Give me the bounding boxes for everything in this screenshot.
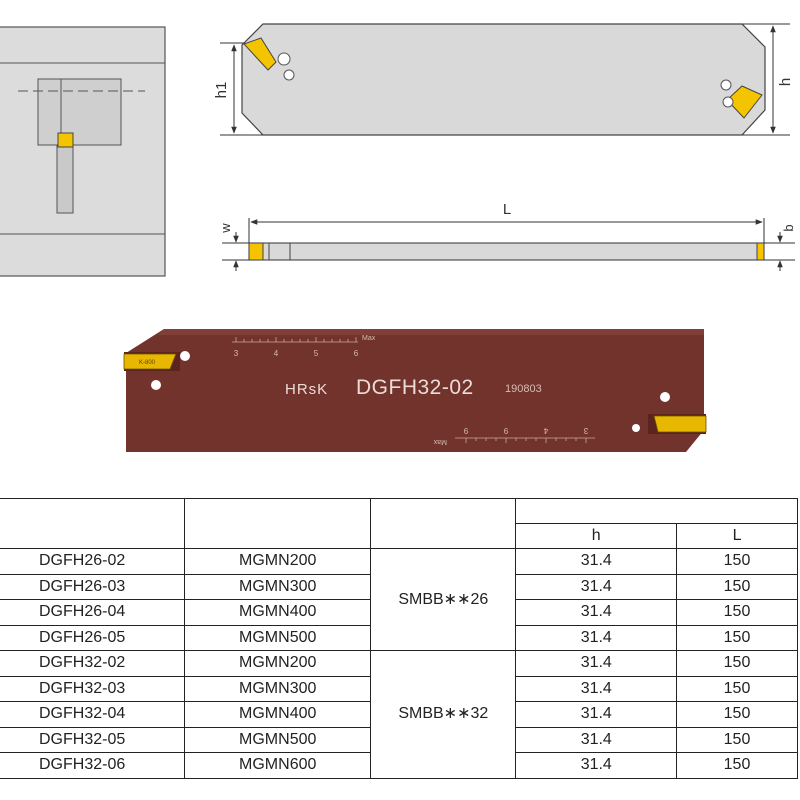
l-cell: 150 (676, 752, 798, 779)
model-cell: DGFH32-03 (0, 675, 186, 702)
model-cell: DGFH32-05 (0, 726, 186, 753)
blade-insert-mark: K-800 (139, 360, 156, 366)
model-cell: DGFH26-03 (0, 573, 186, 600)
model-cell: DGFH26-02 (0, 548, 186, 575)
table-row: DGFH26-02 MGMN200 SMBB∗∗26 31.4 150 (0, 548, 798, 651)
model-cell: DGFH32-06 (0, 752, 186, 779)
insert-cell: MGMN500 (184, 624, 372, 651)
subheader-L: L (676, 523, 798, 549)
scale-top-5: 5 (314, 349, 319, 358)
blade-model: DGFH32-02 (356, 376, 474, 399)
scale-bottom-9a: 9 (463, 426, 468, 435)
insert-cell: MGMN200 (184, 650, 372, 677)
h-cell: 31.4 (515, 701, 678, 728)
dim-label-w: w (218, 223, 233, 234)
blade-insert-left (243, 37, 277, 71)
insert-cell: MGMN400 (184, 701, 372, 728)
scale-bottom-3: 3 (583, 426, 588, 435)
blade-photo (123, 329, 707, 452)
l-cell: 150 (676, 599, 798, 626)
l-cell: 150 (676, 548, 798, 575)
model-cell: DGFH32-04 (0, 701, 186, 728)
holder-cell: SMBB∗∗26 (370, 548, 517, 651)
table-row: DGFH32-06 MGMN600 31.4 150 (0, 752, 798, 779)
holder-side-view (0, 26, 166, 277)
model-cell: DGFH26-04 (0, 599, 186, 626)
scale-top-4: 4 (274, 349, 279, 358)
l-cell: 150 (676, 675, 798, 702)
table-row: DGFH26-03 MGMN300 31.4 150 (0, 573, 798, 600)
insert-cell: MGMN600 (184, 752, 372, 779)
scale-bottom-4: 4 (543, 426, 548, 435)
insert-cell: MGMN300 (184, 675, 372, 702)
table-row: DGFH32-02 MGMN200 SMBB∗∗32 31.4 150 (0, 650, 798, 779)
l-cell: 150 (676, 650, 798, 677)
subheader-h: h (515, 523, 678, 549)
photo-insert-right (653, 415, 707, 433)
table-row: DGFH26-04 MGMN400 31.4 150 (0, 599, 798, 626)
blade-brand: HRsK (285, 381, 328, 398)
insert-cell: MGMN200 (184, 548, 372, 575)
h-cell: 31.4 (515, 573, 678, 600)
header-cell-insert (184, 498, 372, 549)
table-row: DGFH26-05 MGMN500 31.4 150 (0, 624, 798, 651)
h-cell: 31.4 (515, 548, 678, 575)
h-cell: 31.4 (515, 726, 678, 753)
model-cell: DGFH26-05 (0, 624, 186, 651)
header-cell-dimensions (515, 498, 798, 524)
dim-label-L: L (503, 201, 511, 218)
h-cell: 31.4 (515, 650, 678, 677)
header-cell-holder (370, 498, 517, 549)
photo-insert-left (123, 353, 177, 370)
scale-top-3: 3 (234, 349, 239, 358)
header-cell-model (0, 498, 186, 549)
holder-insert (57, 132, 74, 148)
scale-top-6: 6 (354, 349, 359, 358)
spec-table: h L DGFH26-02 MGMN200 SMBB∗∗26 31.4 150 … (0, 498, 798, 779)
insert-cell: MGMN400 (184, 599, 372, 626)
l-cell: 150 (676, 624, 798, 651)
insert-cell: MGMN500 (184, 726, 372, 753)
h-cell: 31.4 (515, 752, 678, 779)
dim-label-b: b (781, 224, 796, 231)
blade-side-view (222, 218, 795, 271)
l-cell: 150 (676, 726, 798, 753)
blade-code: 190803 (505, 383, 542, 395)
blade-plan-view (220, 23, 790, 136)
model-cell: DGFH32-02 (0, 650, 186, 677)
insert-cell: MGMN300 (184, 573, 372, 600)
scale-bottom-max: Max (433, 438, 447, 445)
h-cell: 31.4 (515, 675, 678, 702)
technical-drawing: h1 h L w b (0, 23, 796, 452)
scale-bottom-9b: 9 (503, 426, 508, 435)
l-cell: 150 (676, 701, 798, 728)
holder-cell: SMBB∗∗32 (370, 650, 517, 779)
l-cell: 150 (676, 573, 798, 600)
dim-label-h: h (777, 78, 794, 86)
dim-label-h1: h1 (213, 82, 230, 99)
h-cell: 31.4 (515, 624, 678, 651)
h-cell: 31.4 (515, 599, 678, 626)
scale-top-max: Max (362, 335, 376, 342)
